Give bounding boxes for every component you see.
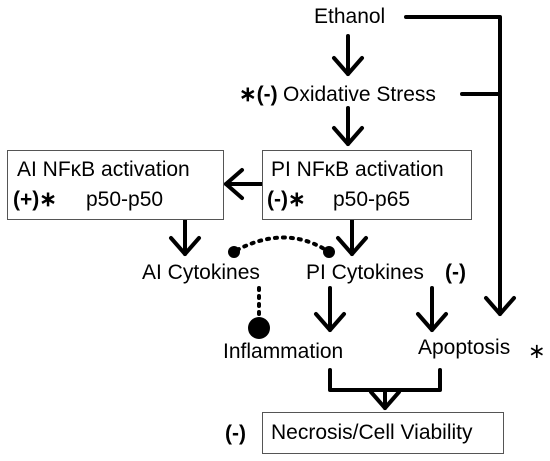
arrowhead-ai-cytokines [169, 236, 201, 256]
box-ai-nfkb: AI NFκB activation (+)∗ p50-p50 [7, 150, 224, 220]
pi-nfkb-sign: (-)∗ [267, 188, 306, 211]
arrowhead-necrosis [369, 390, 401, 410]
box-pi-nfkb: PI NFκB activation (-)∗ p50-p65 [262, 150, 472, 220]
necrosis-sign: (-) [225, 422, 246, 445]
node-oxidative-stress: Oxidative Stress [283, 83, 436, 106]
box-necrosis: Necrosis/Cell Viability [262, 412, 504, 454]
pi-nfkb-title: PI NFκB activation [271, 158, 444, 181]
arrowhead-inflammation [314, 312, 346, 332]
arrowhead-ai-nfkb [224, 168, 244, 200]
node-ethanol: Ethanol [314, 5, 386, 28]
dotted-link-ai-pi-cytokines [235, 235, 328, 252]
ai-nfkb-dimer: p50-p50 [86, 188, 164, 211]
arrow-ethanol-to-apoptosis [404, 15, 502, 316]
arrow-inflammation-to-necrosis [328, 368, 442, 392]
arrowhead-oxidative-stress [332, 56, 364, 76]
pi-cytokines-sign: (-) [445, 261, 466, 284]
ai-nfkb-sign: (+)∗ [13, 188, 57, 211]
arrowhead-pi-nfkb [332, 126, 364, 146]
inhibition-dot-ai-end [228, 246, 240, 258]
arrowhead-apoptosis-right [484, 296, 516, 316]
node-ai-cytokines: AI Cytokines [142, 261, 260, 284]
arrowhead-pi-cytokines [336, 236, 368, 256]
node-necrosis: Necrosis/Cell Viability [271, 421, 473, 444]
inhibition-dot-inflammation [248, 317, 270, 339]
inhibition-dot-pi-end [323, 246, 335, 258]
pi-nfkb-dimer: p50-p65 [333, 188, 411, 211]
node-inflammation: Inflammation [223, 340, 344, 363]
arrowhead-apoptosis [416, 312, 448, 332]
apoptosis-asterisk: ∗ [528, 340, 546, 363]
node-apoptosis: Apoptosis [418, 336, 511, 359]
oxidative-stress-sign: ∗(-) [239, 83, 278, 106]
ai-nfkb-title: AI NFκB activation [17, 158, 190, 181]
node-pi-cytokines: PI Cytokines [306, 261, 424, 284]
